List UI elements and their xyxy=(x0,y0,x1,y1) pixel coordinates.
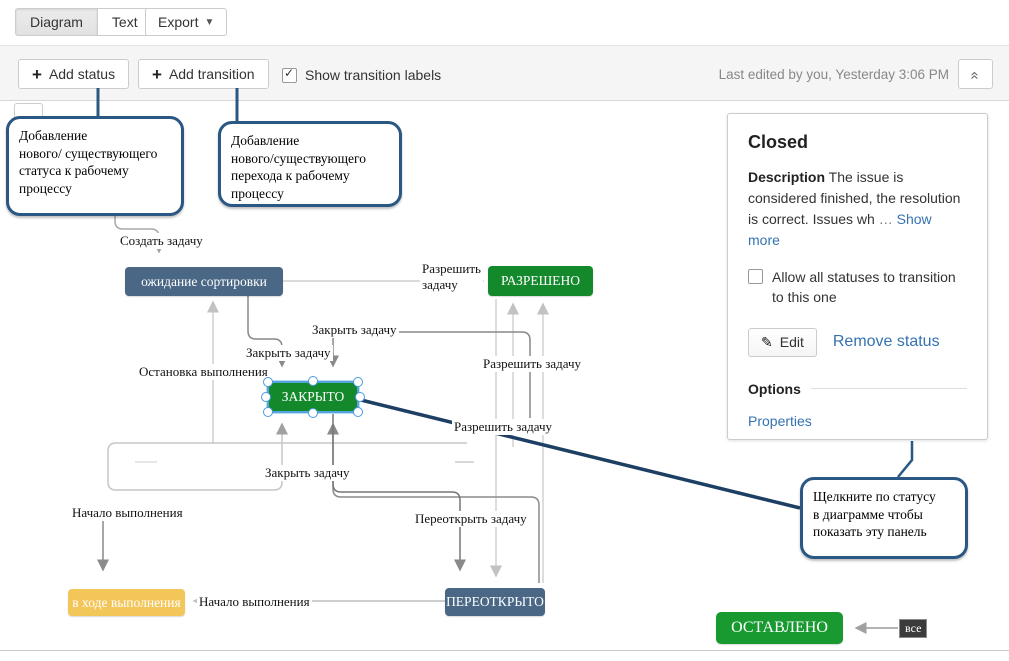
ellipsis: … xyxy=(878,211,893,227)
allow-transition-label: Allow all statuses to transition to this… xyxy=(772,269,956,306)
status-node-closed-selected[interactable]: ЗАКРЫТО xyxy=(261,376,365,418)
add-transition-label: Add transition xyxy=(168,66,255,82)
add-status-button[interactable]: + Add status xyxy=(18,59,130,89)
add-transition-button[interactable]: + Add transition xyxy=(138,59,269,89)
selection-handle[interactable] xyxy=(308,408,318,418)
chevron-up-icon: « xyxy=(967,70,984,78)
status-node-waiting-sort[interactable]: ожидание сортировки xyxy=(125,267,283,296)
transition-label-all-badge[interactable]: все xyxy=(899,619,928,638)
selection-handle[interactable] xyxy=(308,376,318,386)
transition-label[interactable]: Закрыть задачу xyxy=(310,322,399,339)
show-transition-labels-text: Show transition labels xyxy=(305,67,442,83)
properties-link[interactable]: Properties xyxy=(748,412,812,429)
divider xyxy=(810,388,967,390)
export-label: Export xyxy=(158,14,199,30)
top-bar: Diagram Text Export ▼ xyxy=(0,0,1009,44)
checkbox-checked-icon[interactable] xyxy=(282,66,297,83)
properties-row: Properties xyxy=(748,413,967,429)
transition-label[interactable]: Разрешить задачу xyxy=(481,356,584,373)
show-more-link[interactable]: Show more xyxy=(748,211,932,248)
add-status-label: Add status xyxy=(48,66,116,82)
selection-handle[interactable] xyxy=(261,392,271,402)
tab-diagram[interactable]: Diagram xyxy=(15,8,98,36)
callout-add-transition: Добавление нового/существующего перехода… xyxy=(218,121,402,207)
selection-handle[interactable] xyxy=(263,407,273,417)
options-section: Options xyxy=(748,381,967,397)
last-edited-text: Last edited by you, Yesterday 3:06 PM xyxy=(718,67,949,82)
transition-label[interactable]: Начало выполнения xyxy=(197,594,312,611)
edit-label: Edit xyxy=(779,334,804,351)
remove-status-link[interactable]: Remove status xyxy=(832,333,940,351)
description-label: Description xyxy=(748,169,826,185)
status-description: Description The issue is considered fini… xyxy=(748,167,967,251)
transition-label[interactable]: Переоткрыть задачу xyxy=(413,511,529,528)
transition-label[interactable]: Разрешить задачу xyxy=(452,419,555,436)
view-tabs: Diagram Text xyxy=(15,8,153,36)
callout-click-status: Щелкните по статусу в диаграмме чтобы по… xyxy=(800,477,968,559)
options-label: Options xyxy=(748,380,801,397)
edit-button[interactable]: ✎ Edit xyxy=(748,327,817,357)
transition-label[interactable]: Начало выполнения xyxy=(70,505,185,522)
description-text: The issue is considered finished, the re… xyxy=(748,169,961,227)
transition-label[interactable]: Закрыть задачу xyxy=(263,465,352,482)
plus-icon: + xyxy=(152,64,162,84)
status-node-reopened[interactable]: ПЕРЕОТКРЫТО xyxy=(445,588,545,616)
selection-handle[interactable] xyxy=(355,392,365,402)
status-node-resolved[interactable]: РАЗРЕШЕНО xyxy=(488,266,593,296)
pencil-icon: ✎ xyxy=(761,333,773,350)
export-button[interactable]: Export ▼ xyxy=(145,8,228,36)
collapse-toolbar-button[interactable]: « xyxy=(958,59,993,89)
status-detail-panel: Closed Description The issue is consider… xyxy=(727,113,988,440)
selection-handle[interactable] xyxy=(353,407,363,417)
panel-title: Closed xyxy=(748,132,809,152)
diagram-toolbar: + Add status + Add transition Show trans… xyxy=(0,45,1009,101)
status-node-left[interactable]: ОСТАВЛЕНО xyxy=(716,612,843,644)
transition-label[interactable]: Разрешить задачу xyxy=(420,261,483,294)
status-node-label: ЗАКРЫТО xyxy=(281,389,345,404)
tab-text[interactable]: Text xyxy=(97,8,153,36)
allow-transition-row[interactable]: Allow all statuses to transition to this… xyxy=(748,267,967,308)
transition-label[interactable]: Создать задачу xyxy=(118,233,205,250)
status-node-in-progress[interactable]: в ходе выполнения xyxy=(68,589,185,616)
plus-icon: + xyxy=(32,64,42,84)
transition-label[interactable]: Остановка выполнения xyxy=(137,364,270,381)
edit-row: ✎ Edit Remove status xyxy=(748,327,967,357)
callout-add-status: Добавление нового/ существующего статуса… xyxy=(6,116,184,216)
canvas-bottom-border xyxy=(0,650,1009,651)
show-transition-labels-toggle[interactable]: Show transition labels xyxy=(282,66,442,83)
selection-handle[interactable] xyxy=(263,377,273,387)
selection-handle[interactable] xyxy=(353,377,363,387)
checkbox-unchecked-icon[interactable] xyxy=(748,269,763,284)
transition-label[interactable]: Закрыть задачу xyxy=(244,345,333,362)
caret-down-icon: ▼ xyxy=(204,16,215,28)
